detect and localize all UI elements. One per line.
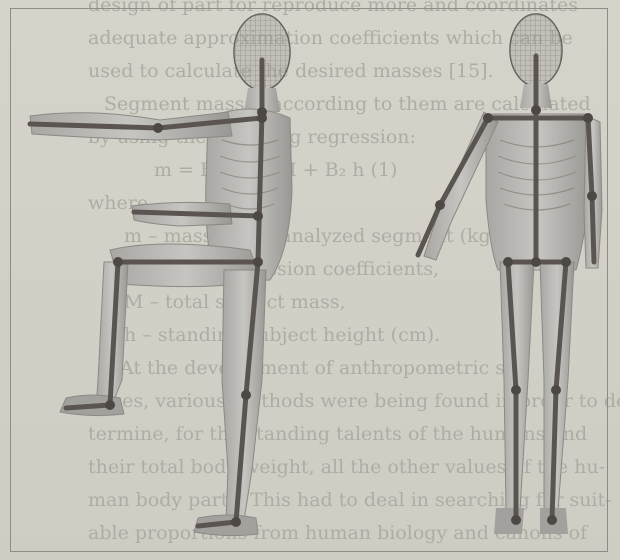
front-view-figure (418, 14, 602, 534)
side-view-figure (30, 14, 292, 536)
